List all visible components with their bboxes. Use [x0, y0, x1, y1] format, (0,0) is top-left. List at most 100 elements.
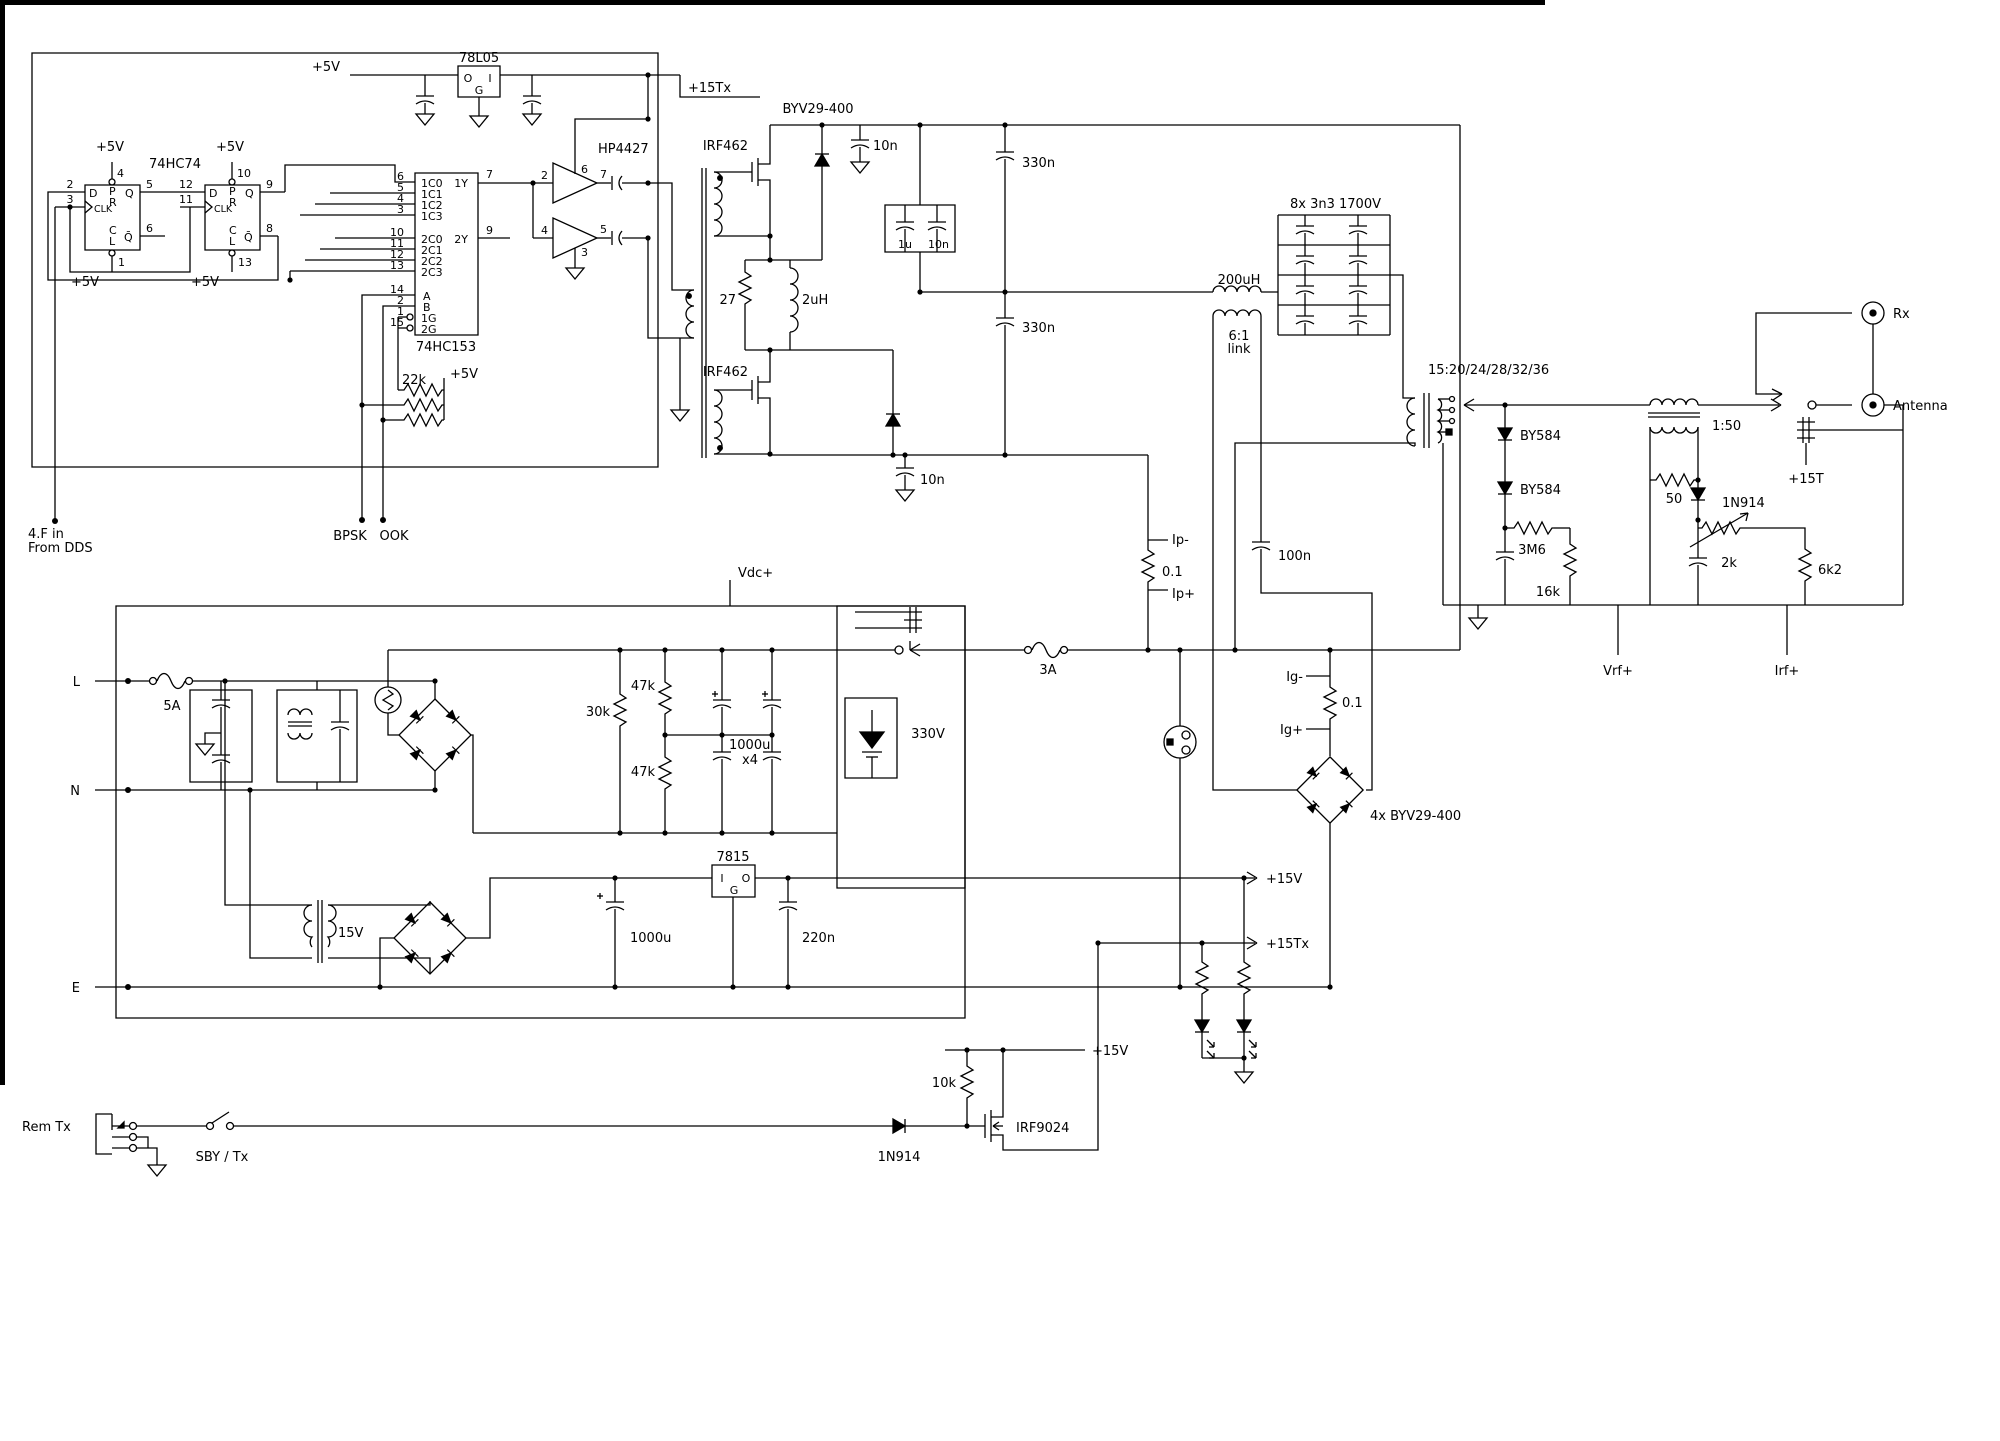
label-v5-reg: +5V: [312, 60, 340, 75]
psu-block: [95, 125, 1460, 1018]
mux-p4: 4: [397, 192, 404, 205]
lv-psu: [225, 681, 1257, 1084]
label-vdc: Vdc+: [738, 566, 773, 581]
pa-rails: [770, 125, 1460, 502]
sby-tx-switch: [136, 1112, 893, 1130]
detector-block: [1443, 302, 1903, 655]
mux-1c3: 1C3: [421, 210, 443, 223]
pin-reg-i: I: [488, 72, 491, 85]
label-2k: 2k: [1721, 556, 1737, 571]
mux-2c3: 2C3: [421, 266, 443, 279]
label-50: 50: [1666, 492, 1683, 507]
pin-7815-i: I: [720, 872, 723, 885]
label-4f-in: 4.F in: [28, 527, 64, 542]
standby-fet: [892, 943, 1098, 1150]
pin-reg-g: G: [475, 84, 484, 97]
mux-p3: 3: [397, 203, 404, 216]
labels: +5V 78L05 O I G +15Tx 74HC74 D P R Q CLK…: [22, 51, 1948, 1165]
mux-74hc153: [415, 173, 478, 335]
exciter-outline: [32, 53, 658, 467]
label-200uh: 200uH: [1218, 273, 1261, 288]
ff2-v5-bot: +5V: [191, 275, 219, 290]
label-out-15v: +15V: [1266, 872, 1302, 887]
label-l-2uh: 2uH: [802, 293, 828, 308]
label-15tx-exciter: +15Tx: [688, 81, 731, 96]
ff2-p: P: [229, 185, 236, 198]
ff2-v5-top: +5V: [216, 140, 244, 155]
flipflop-74hc74-a: [55, 162, 205, 272]
regulator-7815: [712, 865, 1255, 987]
label-6k2: 6k2: [1818, 563, 1842, 578]
mux-p10: 10: [390, 226, 404, 239]
label-16k: 16k: [1536, 585, 1561, 600]
label-link: link: [1228, 342, 1251, 357]
label-c-1u: 1u: [898, 238, 912, 251]
label-ook: OOK: [380, 529, 409, 544]
label-4x-byv29: 4x BYV29-400: [1370, 809, 1461, 824]
label-n: N: [70, 784, 80, 799]
mux-p11: 11: [390, 237, 404, 250]
ht-takeoff: [855, 125, 1460, 658]
label-e: E: [72, 981, 80, 996]
label-10k: 10k: [932, 1076, 957, 1091]
link-winding: [1212, 309, 1262, 317]
label-c-330n-top: 330n: [1022, 156, 1055, 171]
metering-block: [1164, 650, 1363, 987]
label-5a: 5A: [163, 699, 180, 714]
label-c-330n-bot: 330n: [1022, 321, 1055, 336]
pullup-resistors-22k: [362, 378, 445, 427]
ff2-clk: CLK: [214, 204, 233, 215]
lv-transformer: [225, 681, 430, 973]
antenna-connector: [1862, 394, 1884, 416]
label-cap-bank: 8x 3n3 1700V: [1290, 197, 1381, 212]
gate-drive-transformer: [648, 168, 722, 458]
label-47k-a: 47k: [631, 679, 656, 694]
label-rx: Rx: [1893, 307, 1910, 322]
ff2-pin-clk: 11: [179, 193, 193, 206]
mux-output-wiring: [478, 183, 553, 238]
ff1-d: D: [89, 187, 97, 200]
tx-rail: [1098, 937, 1257, 949]
label-ig-minus: Ig-: [1286, 670, 1303, 685]
pin-7815-g: G: [730, 884, 739, 897]
scan-border-left: [0, 0, 5, 1085]
label-by584-1: BY584: [1520, 429, 1561, 444]
drv-pin5: 5: [600, 223, 607, 236]
mux-p2: 2: [397, 294, 404, 307]
ff1-clk: CLK: [94, 204, 113, 215]
label-antenna: Antenna: [1893, 399, 1948, 414]
ff2-c: C: [229, 224, 237, 237]
vrf-detector: [1495, 405, 1577, 605]
label-6-1: 6:1: [1229, 329, 1250, 344]
ff1-l: L: [109, 235, 116, 248]
mux-1y: 1Y: [454, 177, 468, 190]
ff1-c: C: [109, 224, 117, 237]
ig-sense: [1306, 650, 1337, 756]
ff2-pin-q: 9: [266, 178, 273, 191]
flipflop-74hc74-b: [180, 162, 285, 272]
label-1n914-stby: 1N914: [878, 1150, 921, 1165]
output-network: [1141, 215, 1505, 790]
meter-connector: [1164, 650, 1196, 987]
label-irf462-bot: IRF462: [703, 365, 748, 380]
mux-p1: 1: [397, 305, 404, 318]
mux-p15: 15: [390, 316, 404, 329]
label-tx-ratio: 15:20/24/28/32/36: [1428, 363, 1549, 378]
coupling-caps: [920, 125, 1213, 455]
label-by584-2: BY584: [1520, 483, 1561, 498]
label-from-dds: From DDS: [28, 541, 93, 556]
lv-filter: [597, 878, 625, 987]
ff1-pin-d: 2: [67, 178, 74, 191]
drv-pin6: 6: [581, 163, 588, 176]
label-irf: Irf+: [1775, 664, 1800, 679]
label-hp4427: HP4427: [598, 142, 649, 157]
mux-p5: 5: [397, 181, 404, 194]
mux-a: A: [423, 290, 431, 303]
mux-2y: 2Y: [454, 233, 468, 246]
ff2-pin-qb: 8: [266, 222, 273, 235]
logic-wiring: [48, 165, 415, 521]
label-rem-tx: Rem Tx: [22, 1120, 71, 1135]
label-c-10n-top: 10n: [873, 139, 898, 154]
mux-1c0: 1C0: [421, 177, 443, 190]
